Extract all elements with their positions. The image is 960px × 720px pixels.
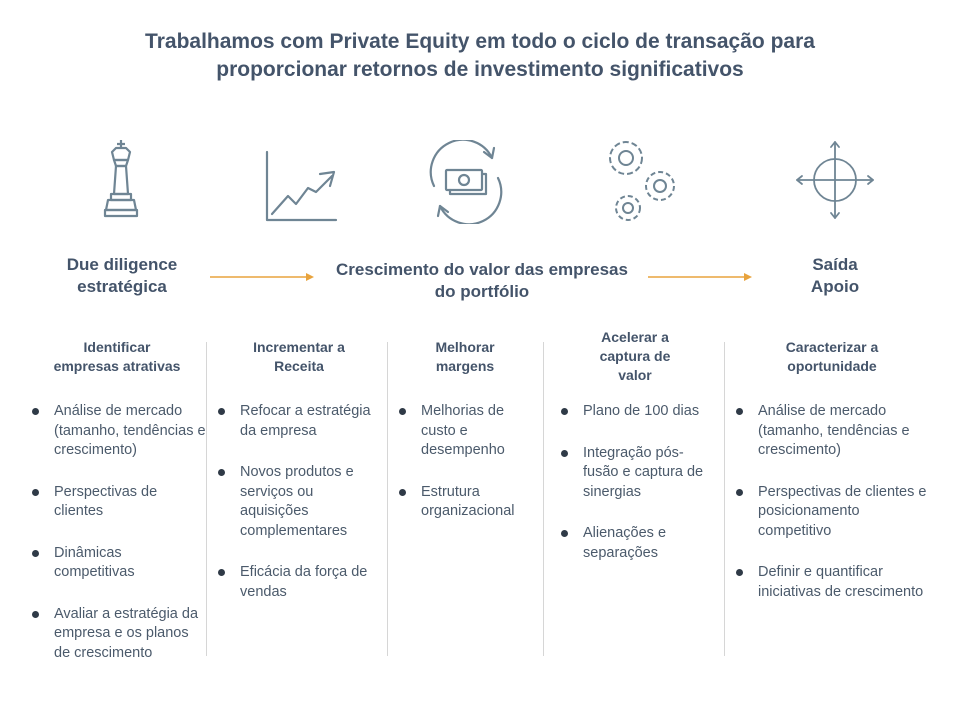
stage-growth-line-2: do portfólio <box>434 282 530 301</box>
column-heading-opportunity: Caracterizar a oportunidade <box>740 338 924 376</box>
list-item: Avaliar a estratégia da empresa e os pla… <box>30 605 206 664</box>
chess-king-icon <box>103 140 139 218</box>
list-item: Integração pós-fusão e captura de sinerg… <box>559 444 709 503</box>
column-heading-line: Melhorar <box>435 339 495 355</box>
stage-growth-line-1: Crescimento do valor das empresas <box>336 260 628 279</box>
column-heading-line: Incrementar a <box>253 339 345 355</box>
column-heading-margins: Melhorar margens <box>390 338 540 376</box>
list-item: Melhorias de custo e desempenho <box>397 402 537 461</box>
column-bullets-value-capture: Plano de 100 dias Integração pós-fusão e… <box>559 402 709 585</box>
stage-due-diligence-line-1: Due diligence <box>66 255 178 274</box>
list-item: Perspectivas de clientes <box>30 483 206 522</box>
column-heading-identify: Identificar empresas atrativas <box>30 338 204 376</box>
list-item: Eficácia da força de vendas <box>216 563 376 602</box>
list-item: Análise de mercado (tamanho, tendências … <box>30 402 206 461</box>
line-chart-icon <box>265 150 338 222</box>
column-heading-line: valor <box>618 367 652 383</box>
list-item: Estrutura organizacional <box>397 483 537 522</box>
column-divider <box>387 342 388 656</box>
column-bullets-identify: Análise de mercado (tamanho, tendências … <box>30 402 206 685</box>
column-heading-revenue: Incrementar a Receita <box>212 338 386 376</box>
column-bullets-revenue: Refocar a estratégia da empresa Novos pr… <box>216 402 376 624</box>
list-item: Alienações e separações <box>559 524 709 563</box>
column-heading-value-capture: Acelerar a captura de valor <box>548 328 722 385</box>
list-item: Perspectivas de clientes e posicionament… <box>734 483 934 542</box>
column-divider <box>543 342 544 656</box>
column-divider <box>724 342 725 656</box>
list-item: Refocar a estratégia da empresa <box>216 402 376 441</box>
stage-exit-line-1: Saída <box>812 255 858 274</box>
page-title: Trabalhamos com Private Equity em todo o… <box>40 28 920 84</box>
stage-exit: Saída Apoio <box>760 254 910 298</box>
list-item: Dinâmicas competitivas <box>30 544 206 583</box>
column-heading-line: captura de <box>599 348 671 364</box>
arrow-right-2 <box>648 273 752 281</box>
list-item: Novos produtos e serviços ou aquisições … <box>216 463 376 541</box>
title-line-2: proporcionar retornos de investimento si… <box>216 58 744 81</box>
arrow-right-1 <box>210 273 314 281</box>
list-item: Plano de 100 dias <box>559 402 709 422</box>
column-bullets-margins: Melhorias de custo e desempenho Estrutur… <box>397 402 537 544</box>
stage-due-diligence: Due diligence estratégica <box>30 254 214 298</box>
gears-icon <box>609 141 675 221</box>
column-bullets-opportunity: Análise de mercado (tamanho, tendências … <box>734 402 934 624</box>
stage-due-diligence-line-2: estratégica <box>77 277 167 296</box>
title-line-1: Trabalhamos com Private Equity em todo o… <box>145 30 815 53</box>
money-cycle-icon <box>429 140 503 224</box>
list-item: Definir e quantificar iniciativas de cre… <box>734 563 934 602</box>
list-item: Análise de mercado (tamanho, tendências … <box>734 402 934 461</box>
crosshair-icon <box>796 141 874 219</box>
column-heading-line: margens <box>435 358 495 374</box>
column-heading-line: Receita <box>274 358 324 374</box>
column-heading-line: Acelerar a <box>601 329 669 345</box>
column-divider <box>206 342 207 656</box>
column-heading-line: oportunidade <box>787 358 877 374</box>
column-heading-line: Identificar <box>83 339 151 355</box>
stage-growth: Crescimento do valor das empresas do por… <box>310 259 654 303</box>
column-heading-line: empresas atrativas <box>53 358 181 374</box>
stage-exit-line-2: Apoio <box>810 277 860 296</box>
column-heading-line: Caracterizar a <box>785 339 879 355</box>
